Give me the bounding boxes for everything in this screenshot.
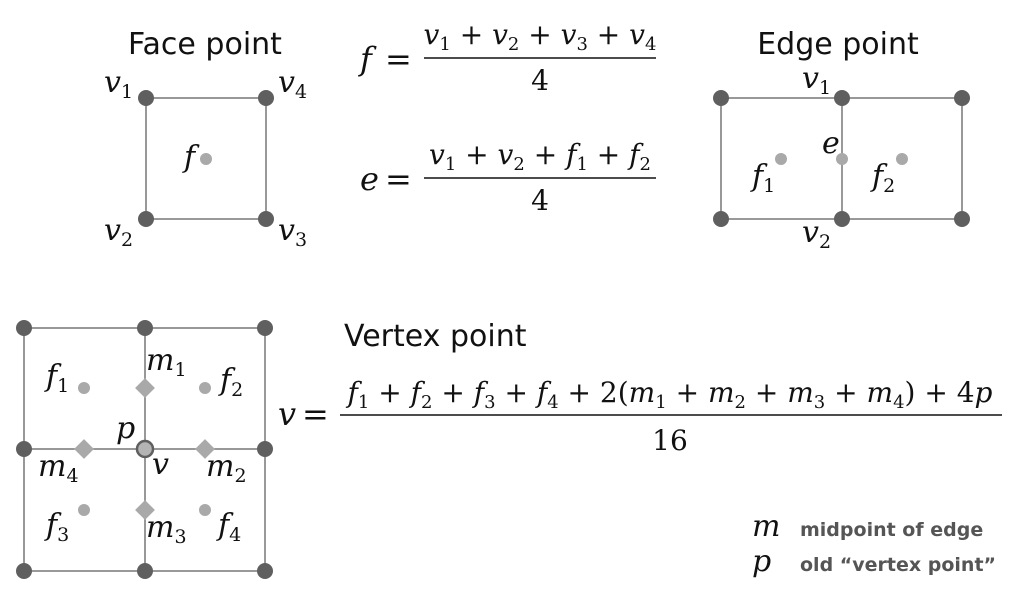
vertex-formula-denominator: 16 [652,424,688,457]
edge-point-title: Edge point [757,27,919,62]
grid-label-m2: m2 [206,449,247,487]
edge-label-v1: v1 [802,61,831,99]
vertex-v4-dot [258,90,274,106]
edge-corner-dot [713,90,729,106]
edge-label-v2: v2 [802,215,831,253]
grid-label-v: v [152,447,169,482]
grid-vertex-dot [257,320,273,336]
grid-label-f2: f2 [218,363,243,401]
vertex-formula-numerator: f1 + f2 + f3 + f4 + 2(m1 + m2 + m3 + m4)… [346,376,993,413]
old-vertex-p-dot [135,439,155,459]
grid-vertex-dot [16,320,32,336]
edge-label-f2: f2 [870,159,895,197]
grid-vertex-dot [257,441,273,457]
face-formula-lhs: f [358,40,377,78]
edge-label-e: e [822,126,840,161]
vertex-formula: v = f1 + f2 + f3 + f4 + 2(m1 + m2 + m3 +… [278,376,1002,457]
grid-face-f2-dot [199,382,211,394]
vertex-formula-equals: = [302,395,329,433]
midpoint-m2-diamond [195,439,215,459]
edge-label-f1: f1 [750,159,775,197]
face-point-title: Face point [128,27,282,62]
edge-vertex-v2-dot [834,211,850,227]
label-v4: v4 [278,65,307,103]
edge-point-e-dot [836,153,848,165]
grid-label-m1: m1 [146,343,187,381]
grid-vertex-dot [16,563,32,579]
face-formula-denominator: 4 [531,64,549,97]
face-square [145,97,267,220]
grid-label-f3: f3 [44,508,69,546]
vertex-point-title: Vertex point [344,319,527,354]
edge-point-panel: Edge point v1 v2 e f1 f2 [713,27,970,253]
grid-face-f4-dot [199,504,211,516]
label-v1: v1 [104,65,133,103]
grid-vertex-dot [257,563,273,579]
midpoint-m1-diamond [135,378,155,398]
vertex-point-panel: f1 f2 f3 f4 m1 m2 m3 m4 p v [16,320,273,579]
grid-face-f1-dot [78,382,90,394]
face-point-f1-dot [775,153,787,165]
face-formula-numerator: v1 + v2 + v3 + v4 [424,18,657,55]
grid-label-f4: f4 [216,508,241,546]
edge-vertex-v1-dot [834,90,850,106]
legend-symbol-p: p [752,544,771,579]
face-formula: f = v1 + v2 + v3 + v4 4 [358,18,656,97]
grid-vertex-dot [137,320,153,336]
edge-formula: e = v1 + v2 + f1 + f2 4 [360,138,656,217]
grid-vertex-dot [16,441,32,457]
vertex-v1-dot [138,90,154,106]
midpoint-m4-diamond [74,439,94,459]
face-point-panel: Face point v1 v4 v2 v3 f [104,27,307,251]
legend: m midpoint of edge p old “vertex point” [752,509,996,579]
edge-corner-dot [954,90,970,106]
legend-text-old-vertex: old “vertex point” [800,554,996,576]
label-f: f [182,140,200,175]
edge-formula-numerator: v1 + v2 + f1 + f2 [429,138,651,175]
label-v2: v2 [104,213,133,251]
edge-formula-lhs: e [360,160,379,198]
grid-label-m3: m3 [146,510,187,548]
grid-face-f3-dot [78,504,90,516]
grid-label-f1: f1 [44,359,69,397]
grid-vertex-dot [137,563,153,579]
edge-formula-equals: = [385,160,412,198]
vertex-v2-dot [138,211,154,227]
edge-corner-dot [954,211,970,227]
label-v3: v3 [278,213,307,251]
face-point-dot [200,153,212,165]
face-formula-equals: = [385,40,412,78]
legend-symbol-m: m [752,509,780,544]
grid-label-p: p [116,411,135,446]
vertex-formula-lhs: v [278,395,296,433]
vertex-v3-dot [258,211,274,227]
face-point-f2-dot [896,153,908,165]
edge-formula-denominator: 4 [531,184,549,217]
edge-corner-dot [713,211,729,227]
legend-text-midpoint: midpoint of edge [800,519,983,541]
grid-label-m4: m4 [38,449,79,487]
